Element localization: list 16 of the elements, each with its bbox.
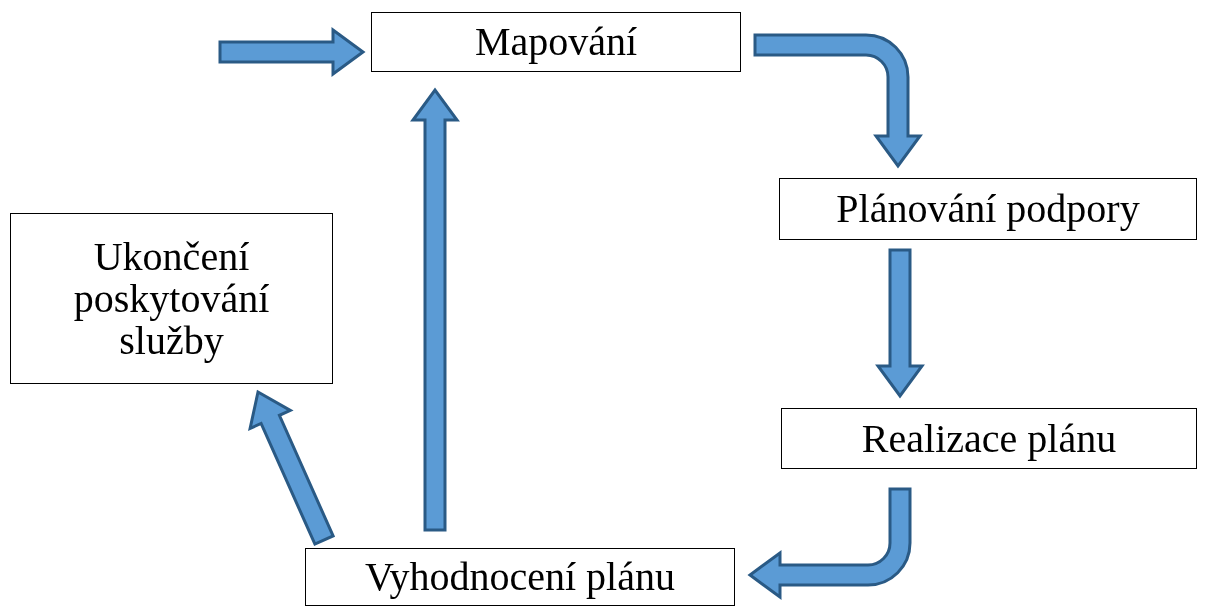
box-label: Mapování [474,21,638,63]
process-box [371,12,741,72]
box-label: Realizace plánu [861,417,1117,460]
block-arrow [875,248,925,399]
block-arrow [218,27,366,77]
block-arrow [248,389,336,547]
box-label: Vyhodnocení plánu [365,556,675,598]
process-box [781,408,1197,469]
block-arrow [748,487,912,599]
box-label: Plánování podpory [836,188,1140,230]
process-box [10,213,333,384]
block-arrow [410,87,460,532]
block-arrow [753,33,922,168]
process-box [305,548,735,606]
box-label: Ukončení poskytování služby [72,235,271,362]
process-box [779,178,1197,240]
